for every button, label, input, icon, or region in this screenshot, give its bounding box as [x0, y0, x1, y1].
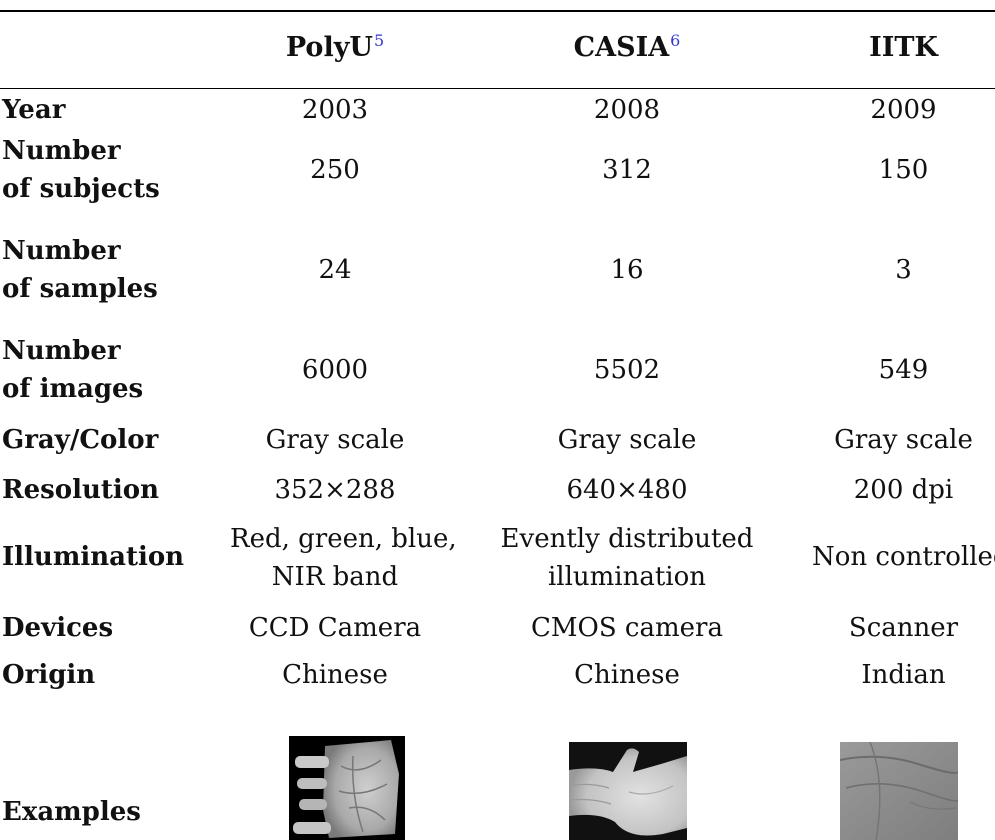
- row-label-examples: Examples: [2, 797, 141, 827]
- table-cell: Chinese: [282, 660, 388, 690]
- table-cell: 312: [602, 155, 652, 185]
- table-cell: 549: [878, 355, 929, 385]
- table-cell: 6000: [301, 355, 369, 385]
- table-cell: 16: [610, 255, 644, 285]
- column-header-iitk: IITK: [869, 32, 938, 63]
- row-label-subjects-line1: Number: [2, 136, 121, 166]
- table-cell: 640×480: [566, 475, 688, 505]
- table-cell: 150: [878, 155, 929, 185]
- row-label-images-line1: Number: [2, 336, 121, 366]
- table-cell: Red, green, blue,: [230, 524, 457, 554]
- table-cell: Gray scale: [265, 425, 405, 455]
- row-label-resolution: Resolution: [2, 475, 160, 505]
- row-label-subjects-line2: of subjects: [2, 174, 160, 204]
- table-cell: Gray scale: [557, 425, 697, 455]
- table-cell: illumination: [547, 562, 707, 592]
- header-rule: [0, 88, 995, 89]
- table-cell: 2009: [870, 95, 937, 125]
- row-label-gray-color: Gray/Color: [2, 425, 159, 455]
- table-cell: 5502: [593, 355, 661, 385]
- table-cell: 24: [318, 255, 352, 285]
- table-cell: 3: [895, 255, 912, 285]
- palm-image-iitk: [840, 742, 958, 840]
- row-label-devices: Devices: [2, 613, 114, 643]
- table-cell: Chinese: [574, 660, 680, 690]
- palm-image-polyu: [289, 736, 405, 840]
- table-cell: Indian: [861, 660, 946, 690]
- table-cell: Non controlled: [812, 542, 995, 572]
- row-label-images-line2: of images: [2, 374, 144, 404]
- row-label-origin: Origin: [2, 660, 96, 690]
- table-cell: Evently distributed: [500, 524, 754, 554]
- reference-link-5[interactable]: 5: [373, 31, 385, 50]
- table-cell: Scanner: [848, 613, 959, 643]
- row-label-samples-line2: of samples: [2, 274, 158, 304]
- table-cell: 250: [310, 155, 360, 185]
- table-cell: 200 dpi: [853, 475, 954, 505]
- table-cell: CCD Camera: [248, 613, 422, 643]
- column-header-casia: CASIA6: [573, 31, 681, 63]
- table-cell: NIR band: [271, 562, 399, 592]
- row-label-year: Year: [2, 95, 66, 125]
- top-rule: [0, 10, 995, 12]
- palm-image-casia: [569, 742, 687, 840]
- row-label-illumination: Illumination: [2, 542, 185, 572]
- row-label-samples-line1: Number: [2, 236, 121, 266]
- column-header-polyu: PolyU5: [285, 31, 385, 63]
- table-cell: 352×288: [274, 475, 396, 505]
- table-cell: 2003: [301, 95, 369, 125]
- table-cell: Gray scale: [834, 425, 973, 455]
- reference-link-6[interactable]: 6: [670, 31, 681, 50]
- table-cell: 2008: [593, 95, 661, 125]
- table-cell: CMOS camera: [531, 613, 723, 643]
